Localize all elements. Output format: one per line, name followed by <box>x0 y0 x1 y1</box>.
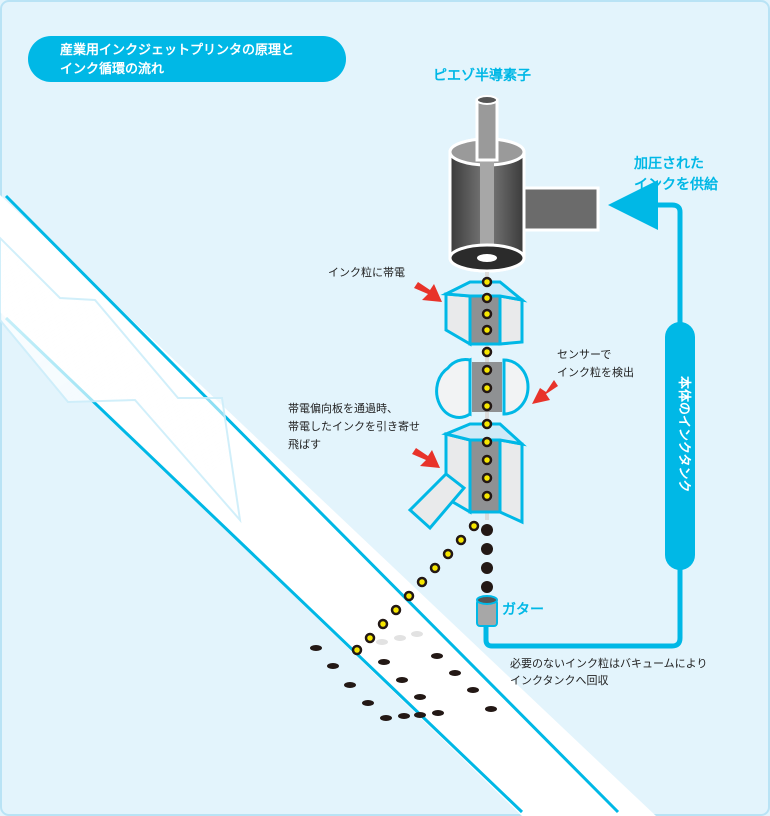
piezo-inner-tube <box>480 152 494 258</box>
charged-droplet <box>481 276 493 288</box>
charge-label: インク粒に帯電 <box>328 265 405 279</box>
piezo-nozzle <box>477 254 497 262</box>
gutter-mouth <box>476 595 498 605</box>
ink-mark <box>432 710 444 716</box>
ink-mark <box>485 706 497 712</box>
deflected-droplet <box>429 562 441 574</box>
charged-droplet <box>481 364 493 376</box>
uncharged-droplet <box>481 581 493 593</box>
supply-label-2: インクを供給 <box>634 176 719 193</box>
deflector-top <box>441 422 527 447</box>
ink-mark <box>378 659 390 665</box>
ink-mark <box>327 663 339 669</box>
deflected-droplet <box>377 618 389 630</box>
piezo-element-icon <box>448 95 600 273</box>
supply-label-1: 加圧された <box>633 156 704 172</box>
deflect-label-1: 帯電偏向板を通過時、 <box>288 401 398 415</box>
sensor-label-2: インク粒を検出 <box>557 365 634 379</box>
ink-mark <box>344 682 356 688</box>
title-badge: 産業用インクジェットプリンタの原理と インク循環の流れ <box>28 36 346 82</box>
droplets <box>351 276 493 656</box>
piezo-stem-top <box>476 95 498 105</box>
ink-mark <box>414 694 426 700</box>
recover-label-2: インクタンクへ回収 <box>510 674 609 687</box>
red-arrow-icon <box>532 380 558 404</box>
ink-tank <box>665 322 695 570</box>
title-pill <box>28 36 346 82</box>
ink-mark <box>414 712 426 718</box>
printed-ink-marks <box>310 631 497 721</box>
sensor-label-1: センサーで <box>557 348 611 361</box>
ink-mark-faded <box>411 631 423 637</box>
charged-droplet <box>481 324 493 336</box>
deflected-droplet <box>442 548 454 560</box>
charged-droplets-deflected <box>351 520 480 656</box>
ink-mark-faded <box>394 635 406 641</box>
charged-droplet <box>481 436 493 448</box>
ink-mark <box>362 700 374 706</box>
deflected-droplet <box>390 604 402 616</box>
ink-mark <box>467 687 479 693</box>
belt-edge-top <box>4 194 620 814</box>
charged-droplet <box>481 346 493 358</box>
charged-droplet <box>481 382 493 394</box>
charged-droplet <box>481 400 493 412</box>
ink-mark <box>396 677 408 683</box>
deflector-right <box>498 438 524 525</box>
ink-mark <box>310 645 322 651</box>
charge-plate-icon <box>440 280 528 347</box>
deflected-droplet <box>351 644 363 656</box>
belt-surface <box>0 195 656 816</box>
circulation-line <box>483 180 683 649</box>
plate-right <box>498 294 524 346</box>
ink-mark <box>380 715 392 721</box>
charged-droplet <box>481 292 493 304</box>
tank-label: 本体のインクタンク <box>676 376 692 492</box>
deflected-droplet <box>455 534 467 546</box>
ink-mark-faded <box>376 639 388 645</box>
plate-top <box>440 280 528 303</box>
deflected-droplet <box>416 576 428 588</box>
deflect-label-2: 帯電したインクを引き寄せ <box>288 419 420 433</box>
uncharged-droplet <box>481 524 493 536</box>
charged-droplet <box>481 490 493 502</box>
piezo-label: ピエゾ半導素子 <box>433 67 531 84</box>
red-arrow-icon <box>412 448 440 468</box>
charged-droplet <box>481 308 493 320</box>
red-arrow-icon <box>414 282 442 302</box>
sensor-left-shell <box>435 358 472 419</box>
piezo-stem <box>475 98 499 162</box>
uncharged-droplet <box>481 562 493 574</box>
ink-mark <box>398 713 410 719</box>
deflected-droplet <box>364 632 376 644</box>
gutter-icon <box>476 595 498 627</box>
deflected-droplet <box>468 520 480 532</box>
charged-droplet <box>481 418 493 430</box>
title-line-2: インク循環の流れ <box>60 61 164 77</box>
ink-circulation-loop: 本体のインクタンク <box>483 180 695 649</box>
gutter-label: ガター <box>502 602 544 618</box>
uncharged-droplet <box>481 543 493 555</box>
charged-droplet <box>481 472 493 484</box>
direction-arrow <box>0 236 242 524</box>
plate-inner <box>468 294 502 346</box>
sensor-right-shell <box>502 358 530 416</box>
recover-label-1: 必要のないインク粒はバキュームにより <box>510 656 707 670</box>
charged-droplet <box>481 454 493 466</box>
ink-mark <box>431 653 443 659</box>
ink-mark <box>449 670 461 676</box>
uncharged-droplets <box>481 524 493 593</box>
deflector-wing <box>407 472 467 531</box>
deflected-droplet <box>403 590 415 602</box>
deflect-label-3: 飛ばす <box>288 438 321 451</box>
charged-droplets-vertical <box>481 276 493 502</box>
title-line-1: 産業用インクジェットプリンタの原理と <box>60 42 294 58</box>
